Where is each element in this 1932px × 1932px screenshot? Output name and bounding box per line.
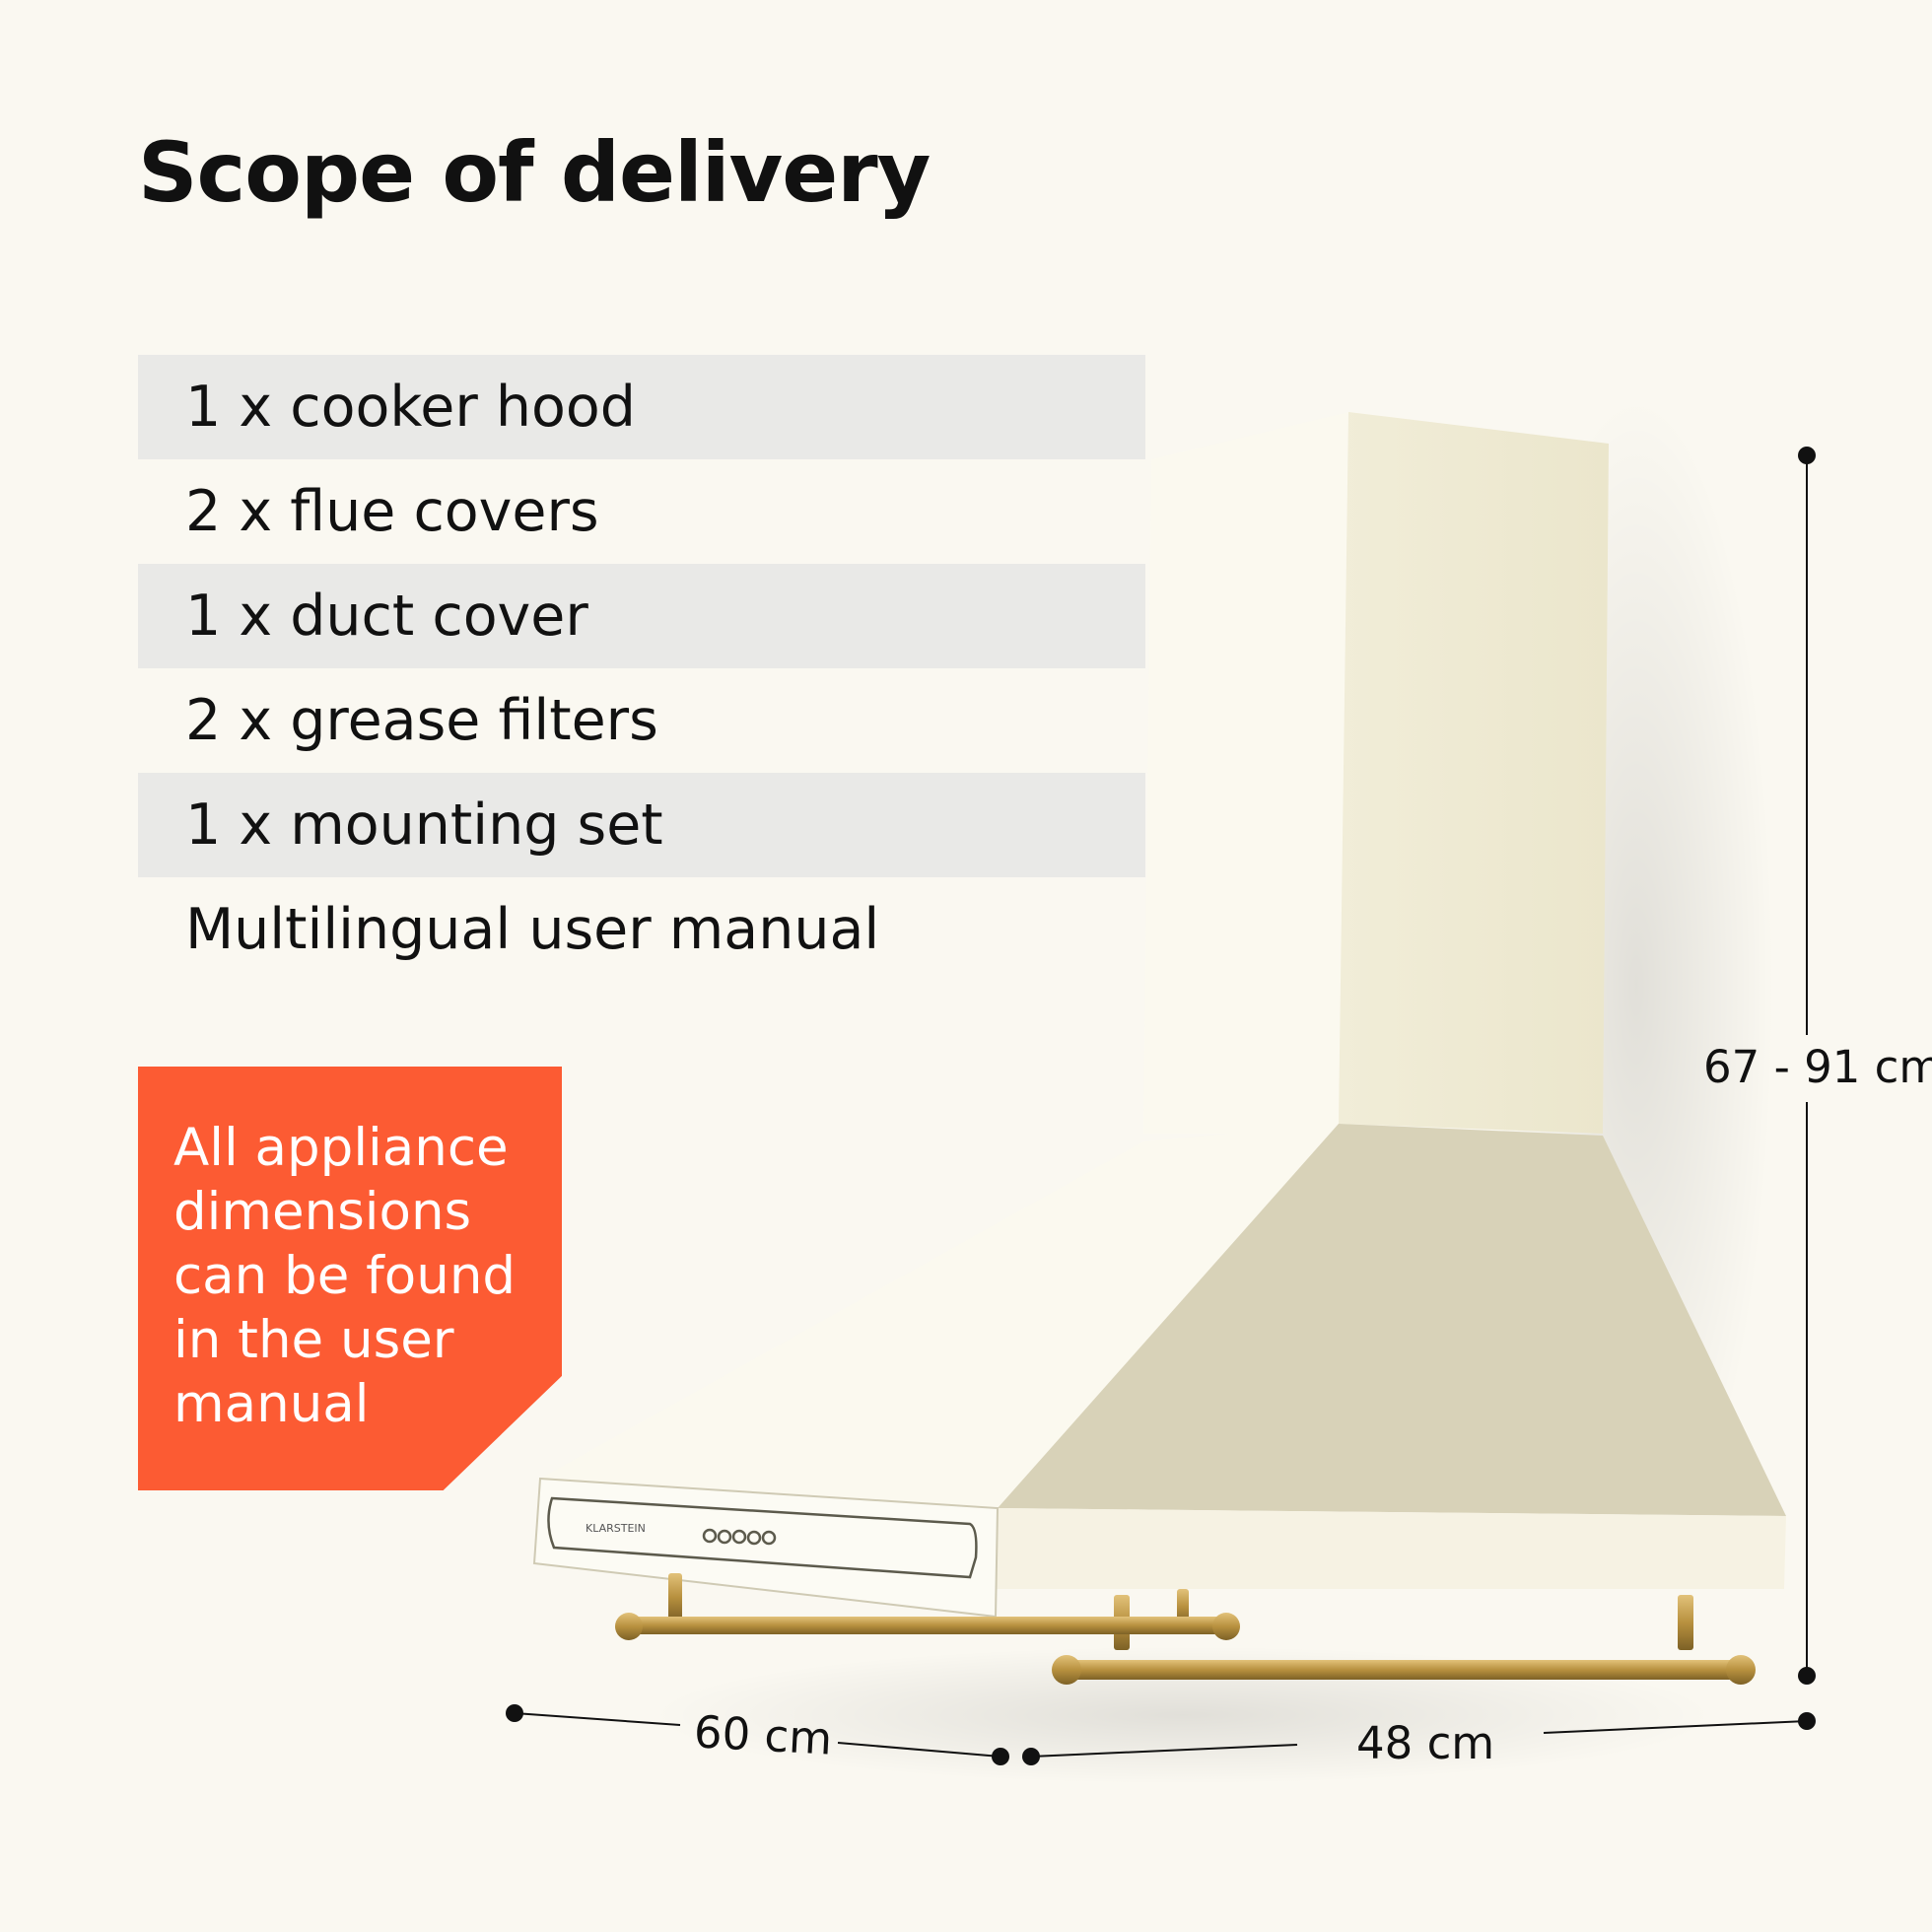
list-item: 1 x cooker hood (138, 355, 1145, 459)
list-item: Multilingual user manual (185, 897, 880, 962)
canopy-front (998, 1124, 1786, 1516)
depth-dimension-line (1030, 1744, 1298, 1758)
control-buttons-icon (702, 1528, 777, 1546)
list-item: 2 x grease filters (185, 688, 658, 753)
control-panel (547, 1496, 978, 1579)
width-dimension-label: 60 cm (692, 1705, 834, 1765)
brass-rail-back (615, 1613, 1240, 1640)
brand-label: KLARSTEIN (586, 1522, 646, 1535)
depth-dimension-label: 48 cm (1356, 1717, 1495, 1769)
chimney-front (1339, 412, 1609, 1134)
chimney-side (1143, 412, 1348, 1134)
dimension-dot (1022, 1748, 1040, 1765)
delivery-list: 1 x cooker hood 2 x flue covers 1 x duct… (138, 355, 1145, 982)
dimension-dot (1798, 1667, 1816, 1685)
dimension-dot (992, 1748, 1009, 1765)
list-item: 2 x flue covers (185, 479, 599, 544)
dimension-dot (506, 1704, 523, 1722)
list-item: 1 x mounting set (138, 773, 1145, 877)
depth-dimension-line (1543, 1720, 1808, 1734)
front-band (996, 1508, 1786, 1589)
brass-rail-front (1052, 1655, 1756, 1685)
dimension-dot (1798, 447, 1816, 464)
canopy-side (540, 1124, 1339, 1508)
dimensions-callout: All appliance dimensions can be found in… (138, 1067, 562, 1490)
width-dimension-line (514, 1712, 681, 1726)
dimension-dot (1798, 1712, 1816, 1730)
height-dimension-label: 67 - 91 cm (1703, 1041, 1932, 1093)
list-item: 1 x duct cover (138, 564, 1145, 668)
callout-text: All appliance dimensions can be found in… (173, 1118, 517, 1434)
width-dimension-line (837, 1742, 1001, 1758)
page-title: Scope of delivery (138, 124, 931, 221)
